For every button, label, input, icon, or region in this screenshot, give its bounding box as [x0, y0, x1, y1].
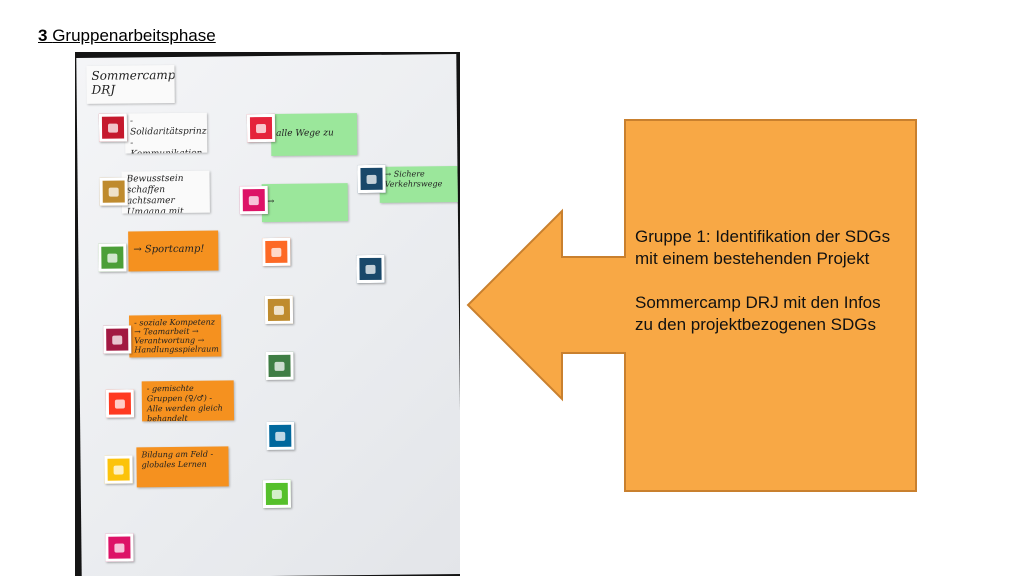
sdg-icon-card	[265, 351, 294, 381]
heading-number: 3	[38, 26, 48, 45]
poster-note: → Sportcamp!	[128, 230, 219, 272]
callout-line-2: Sommercamp DRJ mit den Infos zu den proj…	[635, 293, 881, 334]
callout-line-1: Gruppe 1: Identifikation der SDGs mit ei…	[635, 227, 891, 268]
poster-note: → Müllvermeidung	[261, 183, 349, 223]
sdg-icon-card	[262, 237, 291, 267]
sdg-icon-card	[103, 325, 132, 354]
poster-note: alle Wege zu Fuß	[270, 113, 358, 156]
poster-note: - soziale Kompetenz → Teamarbeit → Veran…	[128, 314, 222, 358]
poster-note: - Solidaritätsprinzip - Kommunikation	[124, 112, 208, 154]
heading-title: Gruppenarbeitsphase	[52, 26, 216, 45]
sdg-icon-card	[239, 186, 268, 215]
sdg-icon-card	[105, 533, 134, 562]
callout-text: Gruppe 1: Identifikation der SDGs mit ei…	[635, 226, 895, 358]
sdg-icon-card	[266, 421, 295, 451]
sdg-icon-card	[264, 295, 294, 325]
sdg-icon-card	[356, 254, 385, 284]
sdg-icon-card	[98, 243, 127, 272]
poster-photo: Sommercamp DRJ - Solidaritätsprinzip - K…	[75, 52, 460, 576]
poster-note: Sommercamp DRJ	[86, 64, 175, 104]
poster-note: Bewusstsein schaffen achtsamer Umgang mi…	[121, 170, 210, 214]
sdg-icon-card	[357, 164, 386, 194]
sdg-icon-card	[246, 113, 276, 143]
sdg-icon-card	[99, 177, 128, 206]
sdg-icon-card	[104, 455, 133, 484]
poster-note: Bildung am Feld - globales Lernen	[136, 446, 229, 488]
poster-note: → Sichere Verkehrswege	[379, 166, 458, 203]
sdg-icon-card	[105, 389, 135, 418]
sdg-icon-card	[98, 113, 128, 142]
poster-sheet: Sommercamp DRJ - Solidaritätsprinzip - K…	[76, 54, 460, 576]
poster-note: - gemischte Gruppen (♀/♂) - Alle werden …	[141, 380, 235, 422]
slide-heading: 3 Gruppenarbeitsphase	[38, 26, 216, 46]
sdg-icon-card	[262, 479, 292, 509]
